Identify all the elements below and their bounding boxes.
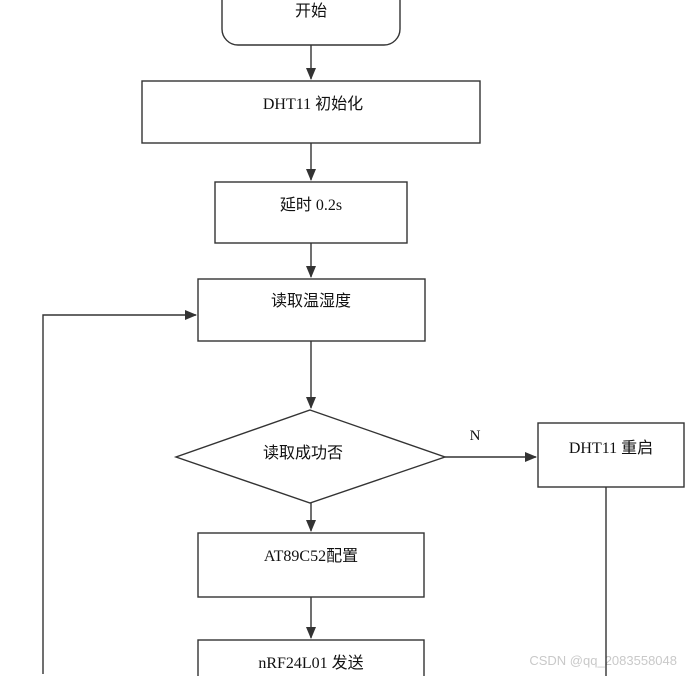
decision-diamond-shape: [173, 409, 448, 504]
watermark: CSDN @qq_2083558048: [529, 653, 677, 668]
delay-box-shape: [214, 181, 408, 244]
init-label: DHT11 初始化: [263, 95, 363, 113]
start-label: 开始: [295, 2, 327, 20]
decision-no-label: N: [470, 428, 481, 444]
start-terminator-shape: [221, 0, 401, 46]
node-nrf24l01-send: nRF24L01 发送: [197, 639, 425, 676]
config-box-shape: [197, 532, 425, 598]
send-label: nRF24L01 发送: [258, 654, 363, 672]
decision-label: 读取成功否: [263, 444, 343, 462]
node-at89c52-config: AT89C52配置: [197, 532, 425, 598]
node-read-temp-humidity: 读取温湿度: [197, 278, 426, 342]
edge-loop-back-to-read: [42, 310, 197, 674]
read-label: 读取温湿度: [271, 292, 351, 310]
read-box-shape: [197, 278, 426, 342]
send-box-shape: [197, 639, 425, 676]
delay-label: 延时 0.2s: [280, 196, 342, 214]
node-decision-read-success: 读取成功否: [173, 409, 448, 504]
restart-label: DHT11 重启: [569, 439, 653, 457]
init-box-shape: [141, 80, 481, 144]
node-dht11-init: DHT11 初始化: [141, 80, 481, 144]
restart-box-shape: [537, 422, 685, 488]
node-start: 开始: [221, 0, 401, 46]
config-label: AT89C52配置: [264, 547, 358, 565]
node-dht11-restart: DHT11 重启: [537, 422, 685, 488]
node-delay: 延时 0.2s: [214, 181, 408, 244]
